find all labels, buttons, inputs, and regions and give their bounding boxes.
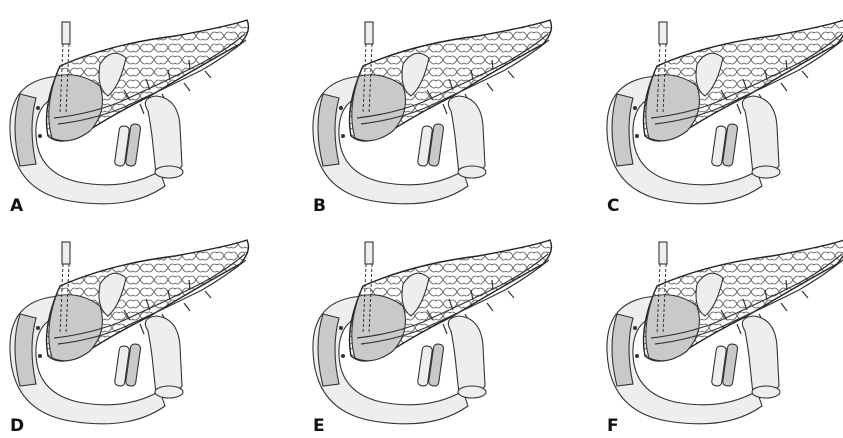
panel-label: B — [313, 196, 326, 216]
pancreas-illustration — [0, 226, 270, 438]
panel-f: F — [597, 226, 843, 438]
panel-label: A — [10, 196, 23, 216]
panel-label: E — [313, 416, 325, 436]
pancreas-illustration — [303, 6, 573, 218]
pancreas-illustration — [0, 6, 270, 218]
panel-d: D — [0, 226, 270, 438]
pancreas-illustration — [597, 6, 843, 218]
panel-label: C — [607, 196, 619, 216]
panel-e: E — [303, 226, 573, 438]
panel-c: C — [597, 6, 843, 218]
pancreas-illustration — [597, 226, 843, 438]
panel-a: A — [0, 6, 270, 218]
pancreas-illustration — [303, 226, 573, 438]
panel-label: D — [10, 416, 24, 436]
panel-label: F — [607, 416, 619, 436]
panel-b: B — [303, 6, 573, 218]
